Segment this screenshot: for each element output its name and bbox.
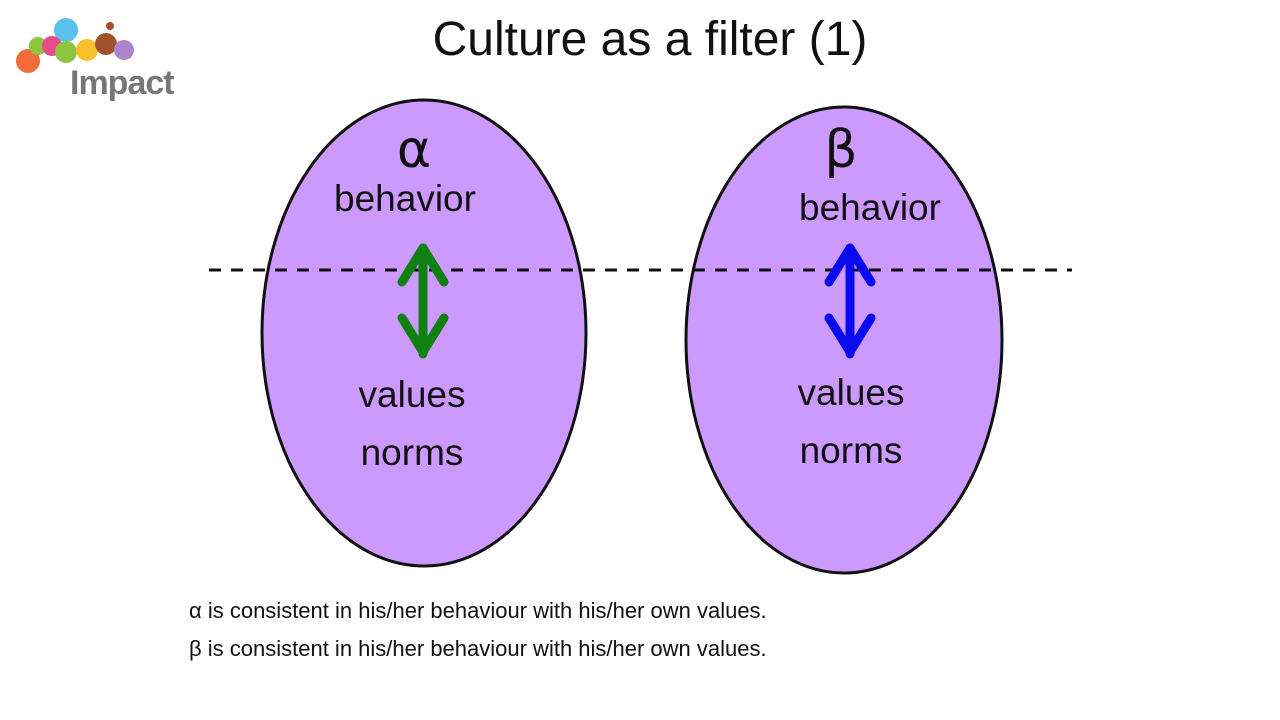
slide-title: Culture as a filter (1) — [432, 13, 868, 66]
beta-behavior-label: behavior — [799, 187, 941, 228]
logo-splash-orange — [16, 49, 40, 73]
beta-symbol: β — [824, 120, 858, 180]
logo-splash-green-small — [29, 37, 47, 55]
logo-splash-yellow — [76, 39, 98, 61]
logo-splash-green — [55, 41, 77, 63]
alpha-norms-label: norms — [360, 432, 464, 473]
logo-splash-purple — [114, 40, 134, 60]
beta-double-arrow — [824, 243, 876, 359]
logo-splash-blue — [54, 18, 78, 42]
alpha-values-label: values — [358, 374, 466, 415]
impact-logo: Impact — [10, 12, 180, 102]
beta-norms-label: norms — [799, 430, 903, 471]
alpha-symbol: α — [396, 120, 432, 180]
alpha-behavior-label: behavior — [334, 178, 476, 219]
logo-splash-brown — [95, 33, 117, 55]
beta-values-label: values — [797, 372, 905, 413]
logo-splash-dot — [106, 22, 114, 30]
logo-splash-icon — [16, 18, 134, 73]
alpha-double-arrow — [397, 243, 449, 359]
caption-beta: β is consistent in his/her behaviour wit… — [189, 636, 767, 661]
caption-alpha: α is consistent in his/her behaviour wit… — [189, 598, 767, 623]
logo-text: Impact — [70, 64, 175, 102]
